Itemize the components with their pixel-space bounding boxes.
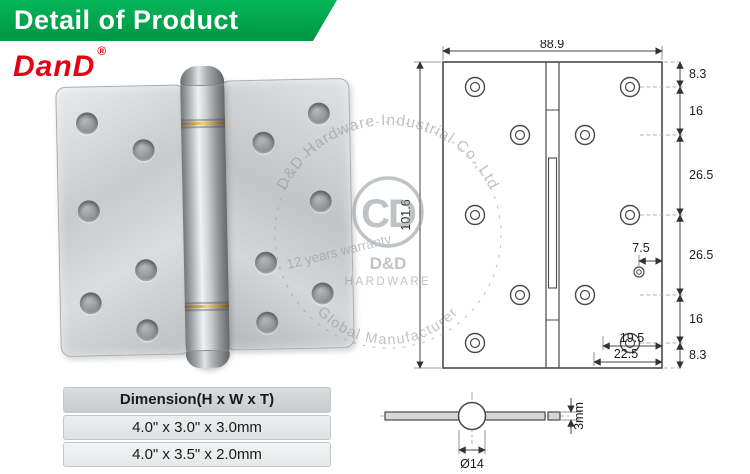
spec-table-row: 4.0" x 3.5" x 2.0mm — [63, 442, 331, 467]
screw-hole — [77, 200, 101, 223]
dim-right-label: 16 — [689, 104, 703, 118]
dim-hole-offset-label: 7.5 — [632, 241, 649, 255]
screw-hole — [136, 318, 159, 342]
dim-chain-right: 8.3 16 26.5 26.5 16 8.3 — [640, 61, 713, 369]
dim-knuckle-diameter-label: Ø14 — [460, 457, 484, 471]
dim-right-label: 26.5 — [689, 168, 713, 182]
page-title: Detail of Product — [14, 5, 239, 35]
dim-right-label: 8.3 — [689, 348, 706, 362]
spec-table-header: Dimension(H x W x T) — [63, 387, 331, 413]
screw-hole — [311, 282, 334, 305]
spec-table: Dimension(H x W x T) 4.0" x 3.0" x 3.0mm… — [63, 387, 331, 469]
hinge-front-view — [442, 61, 663, 369]
screw-hole — [307, 102, 331, 125]
dim-bottom: 19.5 22.5 — [593, 331, 663, 366]
dim-height: 101.6 — [399, 61, 441, 369]
dim-thickness-label: 3mm — [572, 402, 586, 430]
screw-hole — [132, 139, 155, 162]
dim-width-label: 88.9 — [540, 40, 564, 51]
hinge-left-plate — [55, 84, 191, 358]
technical-drawing: 88.9 101.6 8.3 16 26.5 26.5 16 8.3 7.5 — [380, 40, 713, 471]
registered-mark: ® — [97, 44, 108, 58]
hinge-right-plate — [219, 77, 355, 351]
screw-hole — [252, 131, 275, 154]
hinge-side-view: 3mm Ø14 — [380, 392, 586, 471]
dim-height-label: 101.6 — [399, 199, 413, 230]
dim-bottom-label-1: 19.5 — [620, 331, 644, 345]
screw-hole — [79, 292, 103, 315]
screw-hole — [255, 311, 279, 334]
barrel-top-cap — [179, 65, 225, 87]
screw-hole — [309, 190, 332, 213]
dim-hole-offset: 7.5 — [632, 241, 663, 266]
hinge-photo — [45, 63, 363, 371]
screw-hole — [134, 258, 158, 282]
drawing-screw-holes — [464, 76, 645, 354]
brand-name: DanD — [13, 50, 96, 83]
barrel-bottom-cap — [185, 349, 231, 369]
pin-hole — [633, 266, 645, 278]
dim-right-label: 8.3 — [689, 67, 706, 81]
screw-hole — [75, 112, 99, 135]
spec-table-row: 4.0" x 3.0" x 3.0mm — [63, 415, 331, 440]
header-banner: Detail of Product — [0, 0, 337, 41]
screw-hole — [254, 251, 278, 274]
dim-bottom-label-2: 22.5 — [614, 347, 638, 361]
brand-logo: DanD® — [13, 44, 106, 84]
hinge-barrel — [179, 65, 231, 369]
dim-right-label: 26.5 — [689, 248, 713, 262]
dim-right-label: 16 — [689, 312, 703, 326]
dim-width: 88.9 — [442, 40, 663, 60]
